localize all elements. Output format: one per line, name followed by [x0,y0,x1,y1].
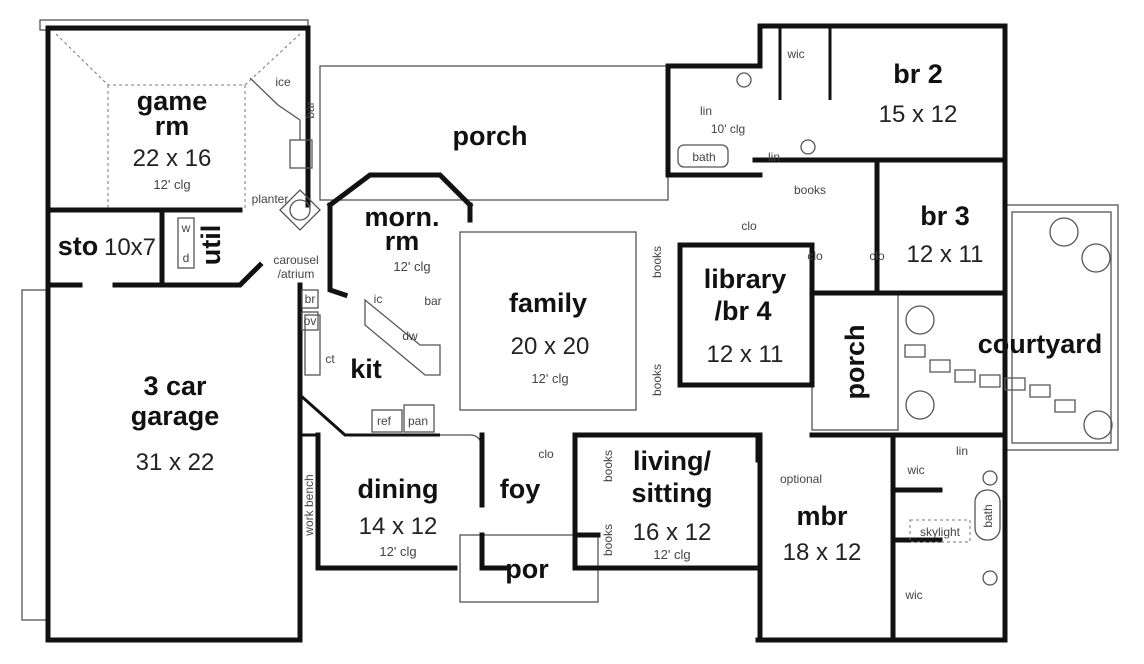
br3-closet-label-1: clo [807,249,823,263]
br2-wic-label: wic [786,47,804,61]
sto-name: sto [58,231,99,261]
garage-size: 31 x 22 [136,449,215,476]
family-name: family [509,288,587,318]
dining-ceiling: 12' clg [379,544,416,559]
br2-name: br 2 [893,59,943,89]
walls [45,23,1008,643]
tree-icon [905,305,935,335]
atrium-label: /atrium [278,267,315,281]
carousel-planter-icon [279,189,321,231]
room-labels: game rm 22 x 16 12' clg sto 10x7 util 3 … [58,59,1103,584]
refrigerator-label: ref [377,414,392,428]
morning-room-name: morn. [364,202,439,232]
mbr-wic-label-2: wic [904,588,922,602]
hall-books-label: books [794,183,826,197]
br2-size: 15 x 12 [879,101,958,128]
ice-label: ice [275,75,291,89]
mbr-name: mbr [796,501,848,531]
washer-label: w [181,221,191,235]
stepping-stones [904,344,1076,413]
dishwasher-label: dw [402,329,418,343]
garage-name-2: garage [131,401,220,431]
game-room-name-2: rm [155,111,190,141]
fixtures [177,72,1001,586]
carousel-label: carousel [273,253,318,267]
fixture-labels: ice bar planter carousel /atrium w d br … [181,47,995,602]
living-name-2: sitting [632,478,713,508]
util-name: util [196,225,226,266]
living-size: 16 x 12 [633,519,712,546]
living-books-label-2: books [601,524,615,556]
hall-bath-ceiling-label: 10' clg [711,122,745,136]
garage-name: 3 car [143,371,207,401]
tree-icon [1049,217,1079,247]
master-bath-label: bath [981,504,995,527]
library-name: library [704,264,787,294]
tree-icon [1081,243,1111,273]
tree-icon [905,390,935,420]
library-books-label-1: books [650,246,664,278]
planter-label: planter [252,192,289,206]
front-porch-name: porch [452,121,527,151]
mbr-wic-label-1: wic [906,463,924,477]
br3-size: 12 x 11 [907,241,984,268]
tree-icon [1083,410,1113,440]
courtyard-name: courtyard [978,329,1103,359]
side-porch-name: porch [840,324,870,399]
dryer-label: d [183,251,190,265]
skylight-label: skylight [920,525,961,539]
br3-name: br 3 [920,201,970,231]
hall-closet-label: clo [741,219,757,233]
kitchen-name: kit [350,354,382,384]
broiler-label: br [305,292,316,306]
library-books-label-2: books [650,364,664,396]
foyer-closet-label: clo [538,447,554,461]
bar-label: bar [303,101,317,118]
sto-size: 10x7 [104,234,156,261]
living-name: living/ [633,446,712,476]
br3-closet-label-2: clo [869,249,885,263]
courtyard-plants [904,217,1113,440]
library-name-2: /br 4 [714,296,771,326]
porch-entry-name: por [505,554,549,584]
family-size: 20 x 20 [511,333,590,360]
hall-bath-linen-label: lin [700,104,712,118]
game-room-name: game [137,86,208,116]
icemaker-label: ic [374,292,383,306]
morning-room-name-2: rm [385,226,420,256]
mbr-linen-label: lin [956,444,968,458]
morning-room-ceiling: 12' clg [393,259,430,274]
game-room-ceiling: 12' clg [153,177,190,192]
work-bench-label: work bench [302,474,316,536]
pantry-label: pan [408,414,428,428]
library-size: 12 x 11 [707,341,784,368]
hall-bath-label: bath [692,150,715,164]
game-room-size: 22 x 16 [133,145,212,172]
family-ceiling: 12' clg [531,371,568,386]
living-ceiling: 12' clg [653,547,690,562]
optional-door-label: optional [780,472,822,486]
hall-linen-label: lin [768,150,780,164]
dining-size: 14 x 12 [359,513,438,540]
oven-label: ov [304,314,317,328]
kitchen-bar-label: bar [424,294,441,308]
dining-name: dining [358,474,439,504]
mbr-size: 18 x 12 [783,539,862,566]
living-books-label-1: books [601,450,615,482]
foyer-name: foy [500,474,541,504]
cooktop-label: ct [325,352,335,366]
